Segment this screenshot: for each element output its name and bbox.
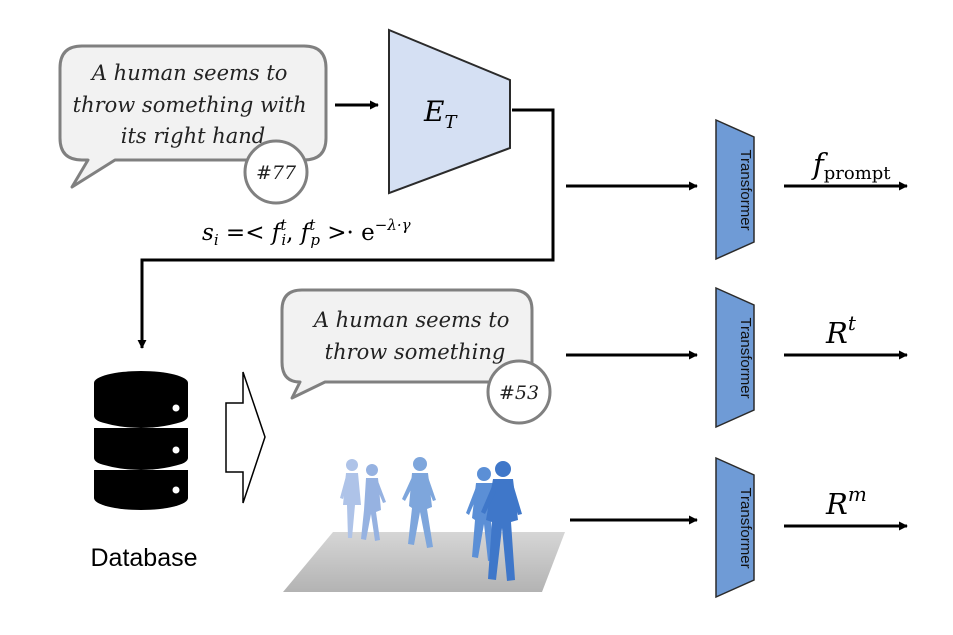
speech-bubble-middle: A human seems to throw something #53	[280, 288, 552, 425]
text-encoder: ET	[388, 28, 511, 195]
tag-middle: #53	[499, 382, 539, 404]
encoder-label: ET	[423, 95, 458, 133]
bubble-top-line-2: throw something with	[73, 93, 307, 117]
arrow-encoder-to-database	[137, 108, 555, 349]
human-figure-1	[340, 459, 361, 538]
floor-plane	[283, 532, 565, 592]
encoder-shape	[388, 28, 511, 195]
tag-circle-middle	[486, 359, 552, 425]
bubble-shape	[280, 288, 534, 400]
speech-bubble-top: A human seems to throw something with it…	[58, 44, 328, 205]
tag-circle-top	[243, 139, 309, 205]
transformer-1: Transformer	[715, 118, 755, 261]
human-figure-2	[361, 464, 386, 541]
transformer-2-label: Transformer	[737, 317, 754, 398]
human-figure-3	[402, 457, 436, 548]
bubble-middle-text: A human seems to throw something	[312, 308, 516, 364]
database-label: Database	[90, 544, 197, 572]
transformer-shape	[715, 456, 755, 599]
output-3-label: Rm	[825, 482, 867, 521]
bubble-middle-line-2: throw something	[325, 340, 506, 364]
database-icon	[93, 371, 189, 510]
transformer-2: Transformer	[715, 286, 755, 429]
transformer-3: Transformer	[715, 456, 755, 599]
transformer-1-label: Transformer	[737, 149, 754, 230]
human-figure-5	[481, 461, 522, 581]
bubble-top-line-3: its right hand	[121, 124, 265, 148]
bubble-middle-line-1: A human seems to	[312, 308, 510, 332]
bubble-top-line-1: A human seems to	[90, 61, 288, 85]
motion-sequence	[283, 457, 565, 592]
transformer-shape	[715, 118, 755, 261]
output-2-label: Rt	[825, 311, 857, 350]
output-1-label: fprompt	[811, 147, 891, 184]
bubble-top-text: A human seems to throw something with it…	[73, 61, 314, 148]
transformer-shape	[715, 286, 755, 429]
hollow-arrow-icon	[225, 371, 266, 504]
tag-top: #77	[256, 162, 297, 184]
transformer-3-label: Transformer	[737, 487, 754, 568]
